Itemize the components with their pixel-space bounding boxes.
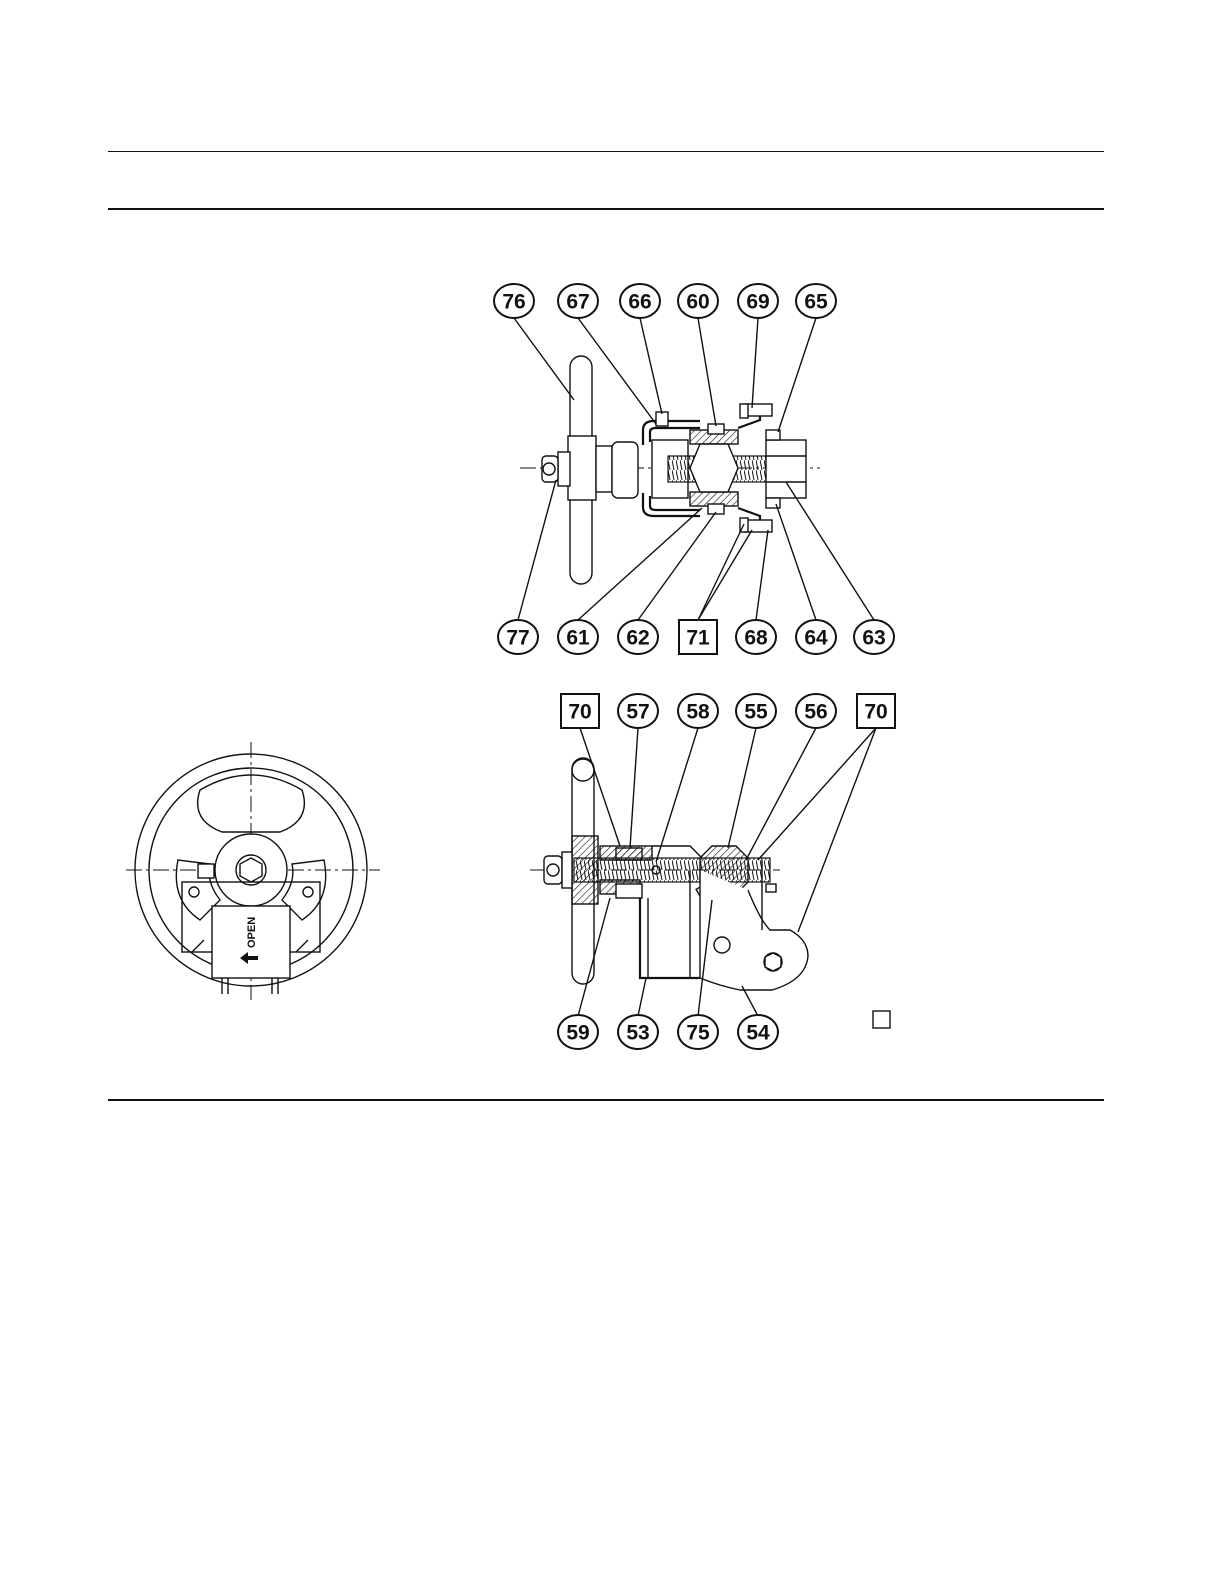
open-marking: OPEN bbox=[246, 917, 258, 948]
callout-label-64: 64 bbox=[804, 627, 828, 650]
callout-label-56: 56 bbox=[804, 701, 827, 724]
callout-label-75: 75 bbox=[686, 1022, 710, 1045]
callout-label-65: 65 bbox=[804, 291, 828, 314]
handwheel-face-view: OPEN bbox=[126, 742, 380, 1000]
callout-label-54: 54 bbox=[746, 1022, 770, 1045]
callout-label-57: 57 bbox=[626, 701, 649, 724]
callout-label-71: 71 bbox=[686, 627, 710, 650]
lower-side-section-view bbox=[530, 758, 808, 990]
legend-box-symbol bbox=[873, 1011, 890, 1028]
callout-label-62: 62 bbox=[626, 627, 649, 650]
callout-label-76: 76 bbox=[502, 291, 525, 314]
callout-label-70: 70 bbox=[864, 701, 887, 724]
callout-label-68: 68 bbox=[744, 627, 768, 650]
callout-label-69: 69 bbox=[746, 291, 769, 314]
callout-label-66: 66 bbox=[628, 291, 651, 314]
upper-assembly-view bbox=[520, 356, 820, 584]
callout-label-70: 70 bbox=[568, 701, 591, 724]
callout-label-59: 59 bbox=[566, 1022, 589, 1045]
callout-label-77: 77 bbox=[506, 627, 529, 650]
callout-label-60: 60 bbox=[686, 291, 709, 314]
callout-label-58: 58 bbox=[686, 701, 710, 724]
callout-label-55: 55 bbox=[744, 701, 768, 724]
callout-label-61: 61 bbox=[566, 627, 590, 650]
callout-label-67: 67 bbox=[566, 291, 589, 314]
callout-labels: 76 67 66 60 69 65 77 61 62 71 68 64 63 70 57 58 55 56 70 59… bbox=[494, 284, 895, 1049]
callout-label-63: 63 bbox=[862, 627, 885, 650]
callout-label-53: 53 bbox=[626, 1022, 649, 1045]
